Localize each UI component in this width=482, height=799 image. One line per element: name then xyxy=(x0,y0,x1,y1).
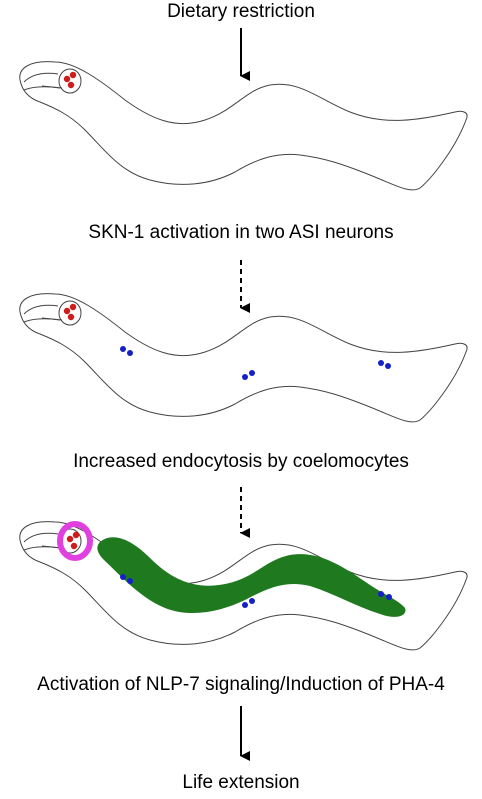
worm-2 xyxy=(19,293,468,423)
coelomocyte xyxy=(385,363,391,369)
asi-neuron xyxy=(66,535,74,543)
step-endocytosis: Increased endocytosis by coelomocytes xyxy=(73,451,409,472)
asi-neuron xyxy=(63,75,71,83)
coelomocyte xyxy=(249,370,255,376)
asi-neuron xyxy=(67,313,75,321)
asi-neuron xyxy=(70,542,78,550)
asi-neuron xyxy=(72,531,80,539)
step-nlp7-pha4: Activation of NLP-7 signaling/Induction … xyxy=(37,674,445,695)
intestine xyxy=(97,537,406,617)
coelomocyte xyxy=(242,374,248,380)
worm-3 xyxy=(19,521,468,651)
coelomocyte xyxy=(120,346,126,352)
nlp7-signal-ring xyxy=(57,521,93,561)
asi-neuron xyxy=(63,307,71,315)
asi-neuron xyxy=(67,81,75,89)
coelomocyte xyxy=(120,574,126,580)
coelomocyte xyxy=(249,598,255,604)
step-life-extension: Life extension xyxy=(182,772,300,793)
coelomocyte xyxy=(378,591,384,597)
coelomocyte xyxy=(127,350,133,356)
coelomocyte xyxy=(386,594,392,600)
coelomocyte xyxy=(242,602,248,608)
coelomocyte xyxy=(127,578,133,584)
step-skn1-activation: SKN-1 activation in two ASI neurons xyxy=(88,222,394,243)
step-dietary-restriction: Dietary restriction xyxy=(167,1,315,22)
asi-neuron xyxy=(69,71,77,79)
asi-neuron xyxy=(69,303,77,311)
coelomocyte xyxy=(378,360,384,366)
worm-1 xyxy=(19,61,468,191)
